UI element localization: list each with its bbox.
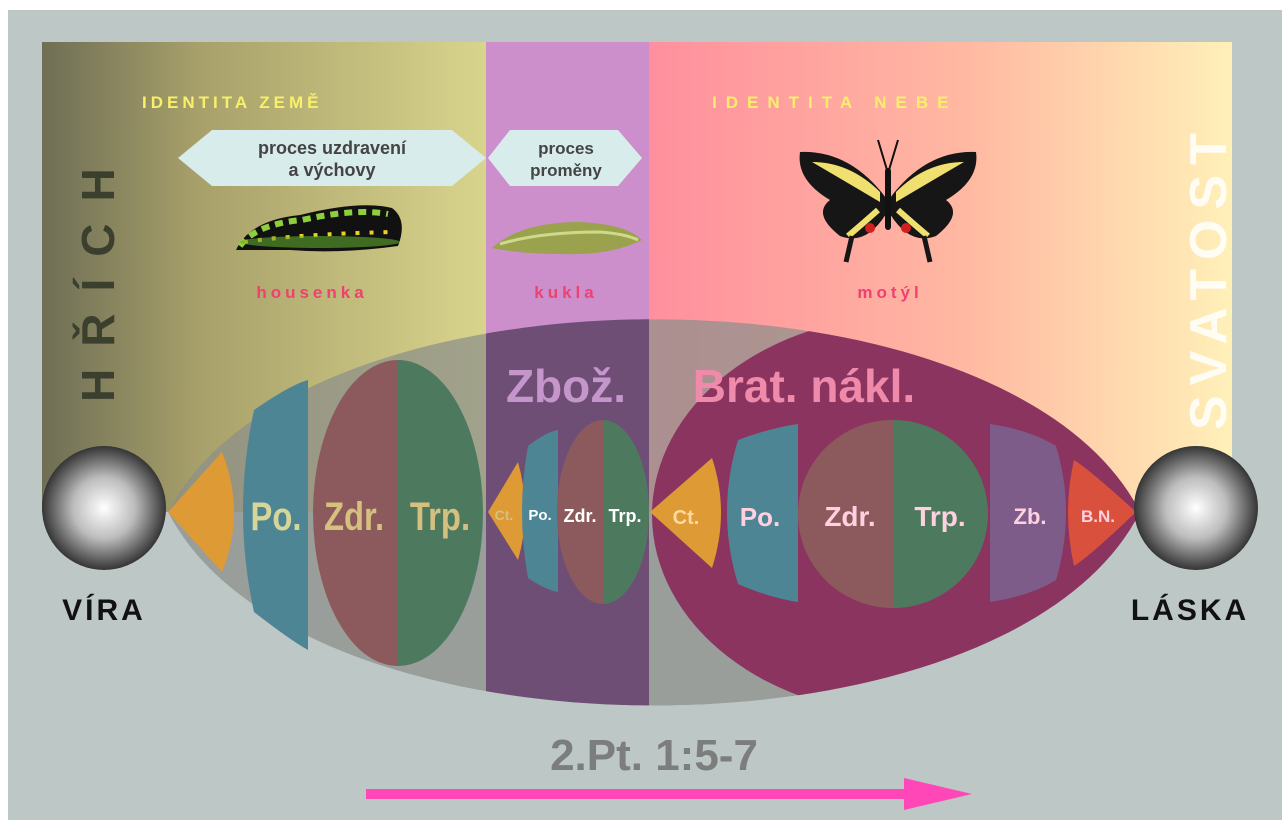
pupa-label: kukla [534,283,597,302]
faith-label: VÍRA [62,593,146,627]
healing-process-line1: proces uzdravení [258,138,407,158]
heaven-identity-label: IDENTITA NEBE [712,93,957,112]
healing-process-line2: a výchovy [288,160,375,180]
faith-sphere [42,446,166,570]
right-ct-label: Ct. [673,507,700,529]
brotherly-kindness-label: Brat. nákl. [693,360,915,412]
left-po-label: Po. [250,494,301,539]
love-label: LÁSKA [1131,593,1249,627]
holiness-label: SVATOST [1180,123,1238,430]
mid-trp-label: Trp. [608,506,641,526]
left-zdr-label: Zdr. [324,494,384,539]
left-trp-label: Trp. [410,494,470,539]
transform-process-line1: proces [538,139,594,158]
mid-zdr-label: Zdr. [563,506,596,526]
right-zdr-label: Zdr. [824,501,875,532]
right-po-label: Po. [740,502,780,532]
godliness-label: Zbož. [506,360,626,412]
caterpillar-label: housenka [256,283,367,302]
mid-po-label: Po. [528,507,551,524]
right-bn-label: B.N. [1081,507,1115,526]
earth-identity-label: IDENTITA ZEMĚ [142,93,322,112]
right-trp-label: Trp. [914,501,965,532]
right-zb-label: Zb. [1014,504,1047,529]
bible-reference: 2.Pt. 1:5-7 [550,731,758,780]
sin-label: HŘÍCH [72,146,124,402]
butterfly-label: motýl [857,283,922,302]
transform-process-line2: proměny [530,161,602,180]
left-ct-label: Ct. [183,494,225,539]
love-sphere [1134,446,1258,570]
mid-ct-label: Ct. [495,507,514,523]
